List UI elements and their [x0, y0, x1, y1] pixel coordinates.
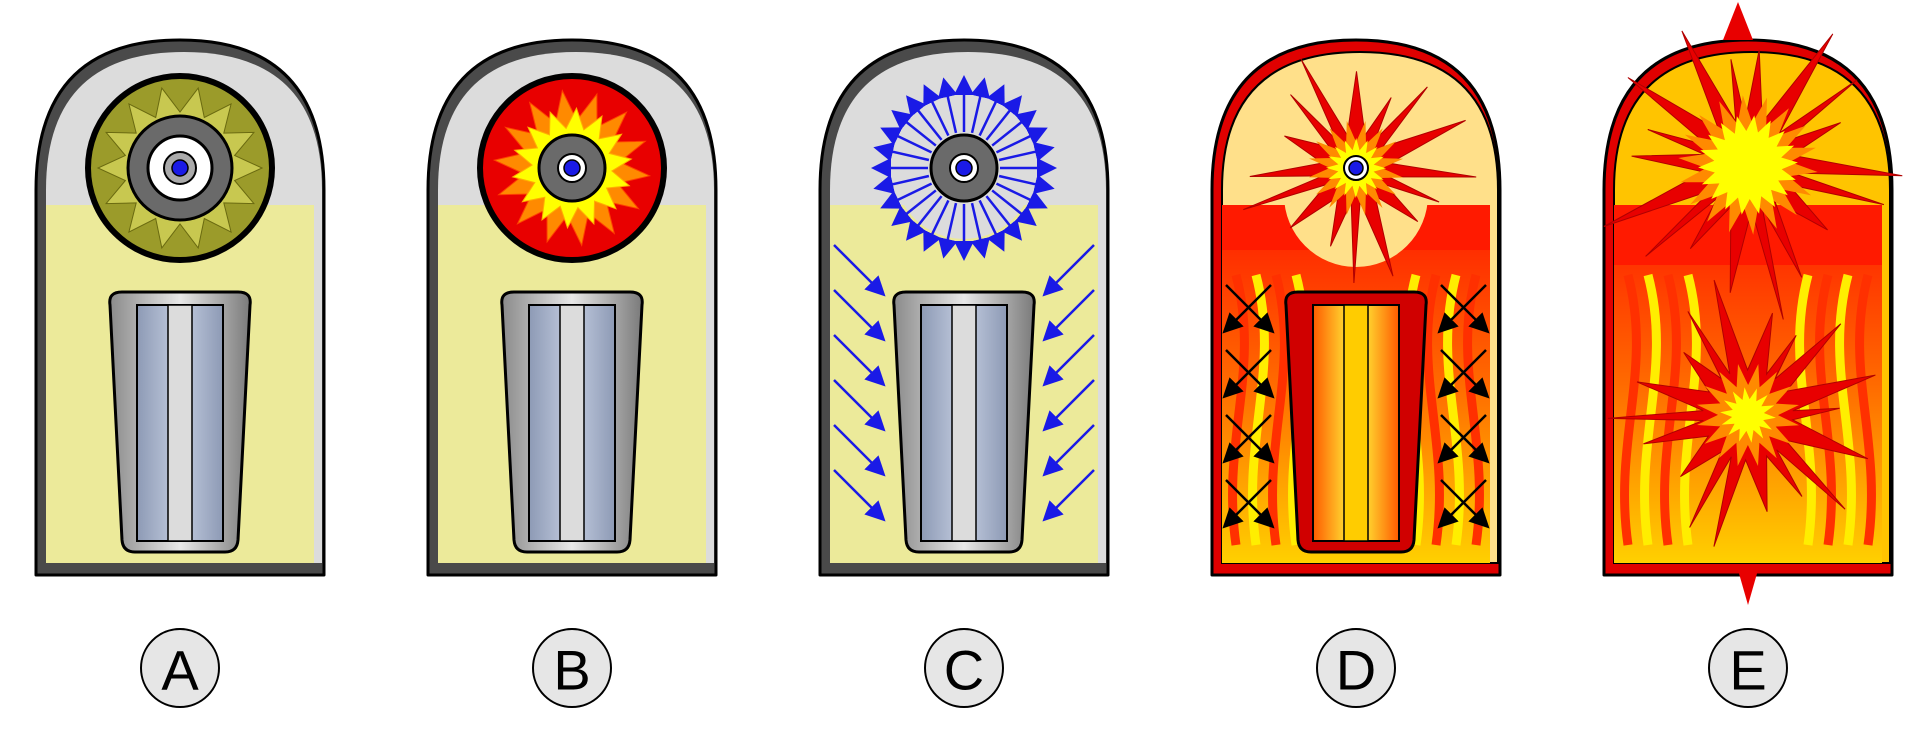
- spark-plug-rod: [951, 304, 977, 542]
- stage-a: [34, 38, 326, 577]
- stage-label-circle: [924, 628, 1004, 708]
- xray-arrow: [906, 195, 943, 241]
- stage-label-b: B: [532, 628, 612, 708]
- xray-arrow-right: [1042, 379, 1095, 432]
- xray-arrow-left: [833, 469, 886, 522]
- xray-arrow: [985, 195, 1022, 241]
- xray-arrow: [938, 77, 958, 134]
- flame-streak-right: [1835, 273, 1856, 546]
- primary-core: [171, 159, 189, 177]
- stage-label-circle: [140, 628, 220, 708]
- escaping-flame-bottom: [1738, 570, 1758, 605]
- xray-arrow: [880, 182, 933, 209]
- spark-plug-rod: [167, 304, 193, 542]
- xray-arrow-right: [1042, 424, 1095, 477]
- xray-arrow: [970, 77, 990, 134]
- xray-arrow: [873, 142, 930, 162]
- flame-streak-left: [1268, 273, 1289, 546]
- xray-arrow: [923, 199, 950, 252]
- primary-core: [1348, 160, 1364, 176]
- stage-label-letter: C: [944, 639, 984, 702]
- xray-arrow: [938, 202, 958, 259]
- xray-arrow: [978, 84, 1005, 137]
- primary-core: [955, 159, 973, 177]
- spark-plug-rod: [559, 304, 585, 542]
- stage-label-letter: E: [1729, 639, 1766, 702]
- xray-arrow: [923, 84, 950, 137]
- stage-label-a: A: [140, 628, 220, 708]
- stage-label-letter: A: [161, 639, 199, 702]
- xray-arrow: [991, 189, 1037, 226]
- flame-streak-left: [1640, 273, 1661, 546]
- stage-b: [426, 38, 718, 577]
- xray-arrow-right: [1042, 289, 1095, 342]
- xray-arrow: [998, 174, 1055, 194]
- flame-streak-right: [1815, 273, 1836, 546]
- plasma-arrow: [1222, 479, 1272, 529]
- xray-arrow: [998, 142, 1055, 162]
- stage-label-c: C: [924, 628, 1004, 708]
- plasma-arrow: [1222, 414, 1272, 464]
- flame-streak-left: [1620, 273, 1641, 546]
- stage-c: [818, 38, 1110, 577]
- xray-arrow: [995, 182, 1048, 209]
- xray-arrow: [985, 95, 1022, 141]
- flame-streak-left: [1228, 273, 1249, 546]
- plasma-arrow: [1440, 479, 1490, 529]
- xray-arrow: [891, 110, 937, 147]
- stage-label-e: E: [1708, 628, 1788, 708]
- xray-arrow: [906, 95, 943, 141]
- xray-arrow-left: [833, 289, 886, 342]
- spark-plug-rod: [1343, 304, 1369, 542]
- xray-arrow-left: [833, 334, 886, 387]
- xray-arrow: [873, 174, 930, 194]
- xray-arrow: [880, 127, 933, 154]
- xray-arrow-right: [1042, 469, 1095, 522]
- flame-streak-right: [1463, 273, 1484, 546]
- plasma-arrow: [1222, 349, 1272, 399]
- flame-streak-right: [1423, 273, 1444, 546]
- stage-label-circle: [1316, 628, 1396, 708]
- stage-label-circle: [532, 628, 612, 708]
- escaping-flame-top: [1723, 2, 1753, 40]
- secondary-fireball-core: [1720, 387, 1776, 443]
- flame-streak-left: [1680, 273, 1701, 546]
- stage-label-letter: B: [553, 639, 590, 702]
- stage-label-d: D: [1316, 628, 1396, 708]
- xray-arrow-left: [833, 379, 886, 432]
- xray-arrow: [995, 127, 1048, 154]
- flame-streak-left: [1660, 273, 1681, 546]
- stage-label-letter: D: [1336, 639, 1376, 702]
- stage-d: [1210, 38, 1502, 577]
- plasma-arrow: [1440, 349, 1490, 399]
- stage-label-circle: [1708, 628, 1788, 708]
- xray-arrow: [991, 110, 1037, 147]
- xray-arrow: [891, 189, 937, 226]
- plasma-arrow: [1222, 284, 1272, 334]
- xray-arrow: [978, 199, 1005, 252]
- xray-arrow-right: [1042, 334, 1095, 387]
- xray-arrow: [970, 202, 990, 259]
- primary-core: [563, 159, 581, 177]
- primary-fireball-core: [1698, 115, 1798, 215]
- plasma-arrow: [1440, 284, 1490, 334]
- plasma-arrow: [1440, 414, 1490, 464]
- stage-e: [1602, 2, 1903, 605]
- xray-arrow-left: [833, 424, 886, 477]
- xray-arrow-left: [833, 244, 886, 297]
- xray-arrow-right: [1042, 244, 1095, 297]
- flame-streak-right: [1855, 273, 1876, 546]
